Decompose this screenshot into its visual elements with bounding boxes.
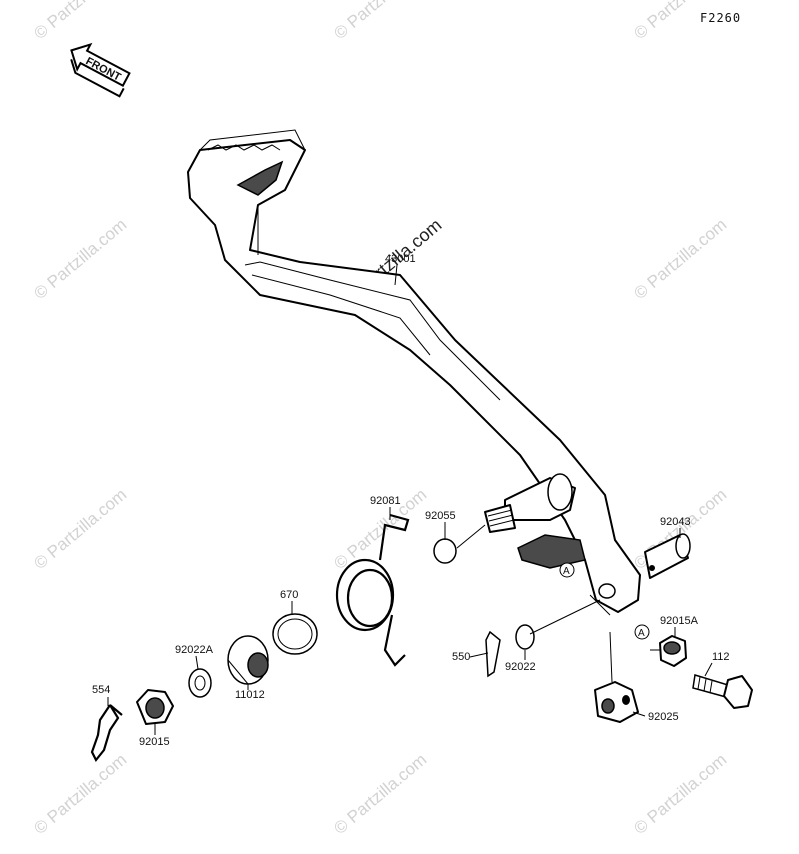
o-ring-670 — [272, 613, 318, 655]
watermark-text: © Partzilla.com — [630, 750, 730, 838]
clevis-92025 — [594, 681, 639, 723]
watermark-text: © Partzilla.com — [630, 215, 730, 303]
pin-92043 — [644, 533, 691, 579]
o-ring-92055 — [433, 538, 457, 564]
watermark-text: © Partzilla.com — [330, 750, 430, 838]
watermark-text: © Partzilla.com — [330, 0, 430, 43]
cotter-pin-550 — [485, 630, 501, 678]
leader-lines — [107, 264, 713, 735]
part-label-112: 112 — [712, 651, 730, 663]
part-label-550: 550 — [452, 651, 470, 663]
part-label-92015: 92015 — [139, 736, 170, 748]
return-spring-92081 — [335, 513, 410, 667]
washer-92022a — [188, 668, 212, 698]
svg-text:A: A — [638, 628, 645, 639]
front-arrow-icon: FRONT — [70, 42, 131, 98]
part-label-92022: 92022 — [505, 661, 536, 673]
part-label-92081: 92081 — [370, 495, 401, 507]
pivot-shaft — [484, 473, 586, 569]
reference-marker-a-1: A — [559, 562, 575, 578]
part-label-554: 554 — [92, 684, 110, 696]
part-label-92055: 92055 — [425, 510, 456, 522]
part-label-11012: 11012 — [235, 689, 265, 701]
clip-554 — [90, 704, 123, 763]
part-label-670: 670 — [280, 589, 298, 601]
washer-92022 — [515, 624, 535, 650]
part-label-92015a: 92015A — [660, 615, 699, 627]
part-label-92022a: 92022A — [175, 644, 214, 656]
watermark-text: © Partzilla.com — [30, 485, 130, 573]
bolt-112 — [692, 674, 753, 709]
brake-pedal-43001 — [187, 129, 641, 616]
reference-marker-a-2: A — [634, 624, 650, 640]
watermark-text: © Partzilla.com — [30, 750, 130, 838]
part-label-92025: 92025 — [648, 711, 679, 723]
svg-text:A: A — [563, 566, 570, 577]
diagram-code: F2260 — [700, 11, 741, 25]
watermark-text: © Partzilla.com — [30, 0, 130, 43]
nut-92015 — [136, 689, 174, 725]
part-label-43001: 43001 — [385, 253, 416, 265]
part-label-92043: 92043 — [660, 516, 691, 528]
bushing-11012 — [227, 635, 269, 685]
watermark-text: © Partzilla.com — [30, 215, 130, 303]
